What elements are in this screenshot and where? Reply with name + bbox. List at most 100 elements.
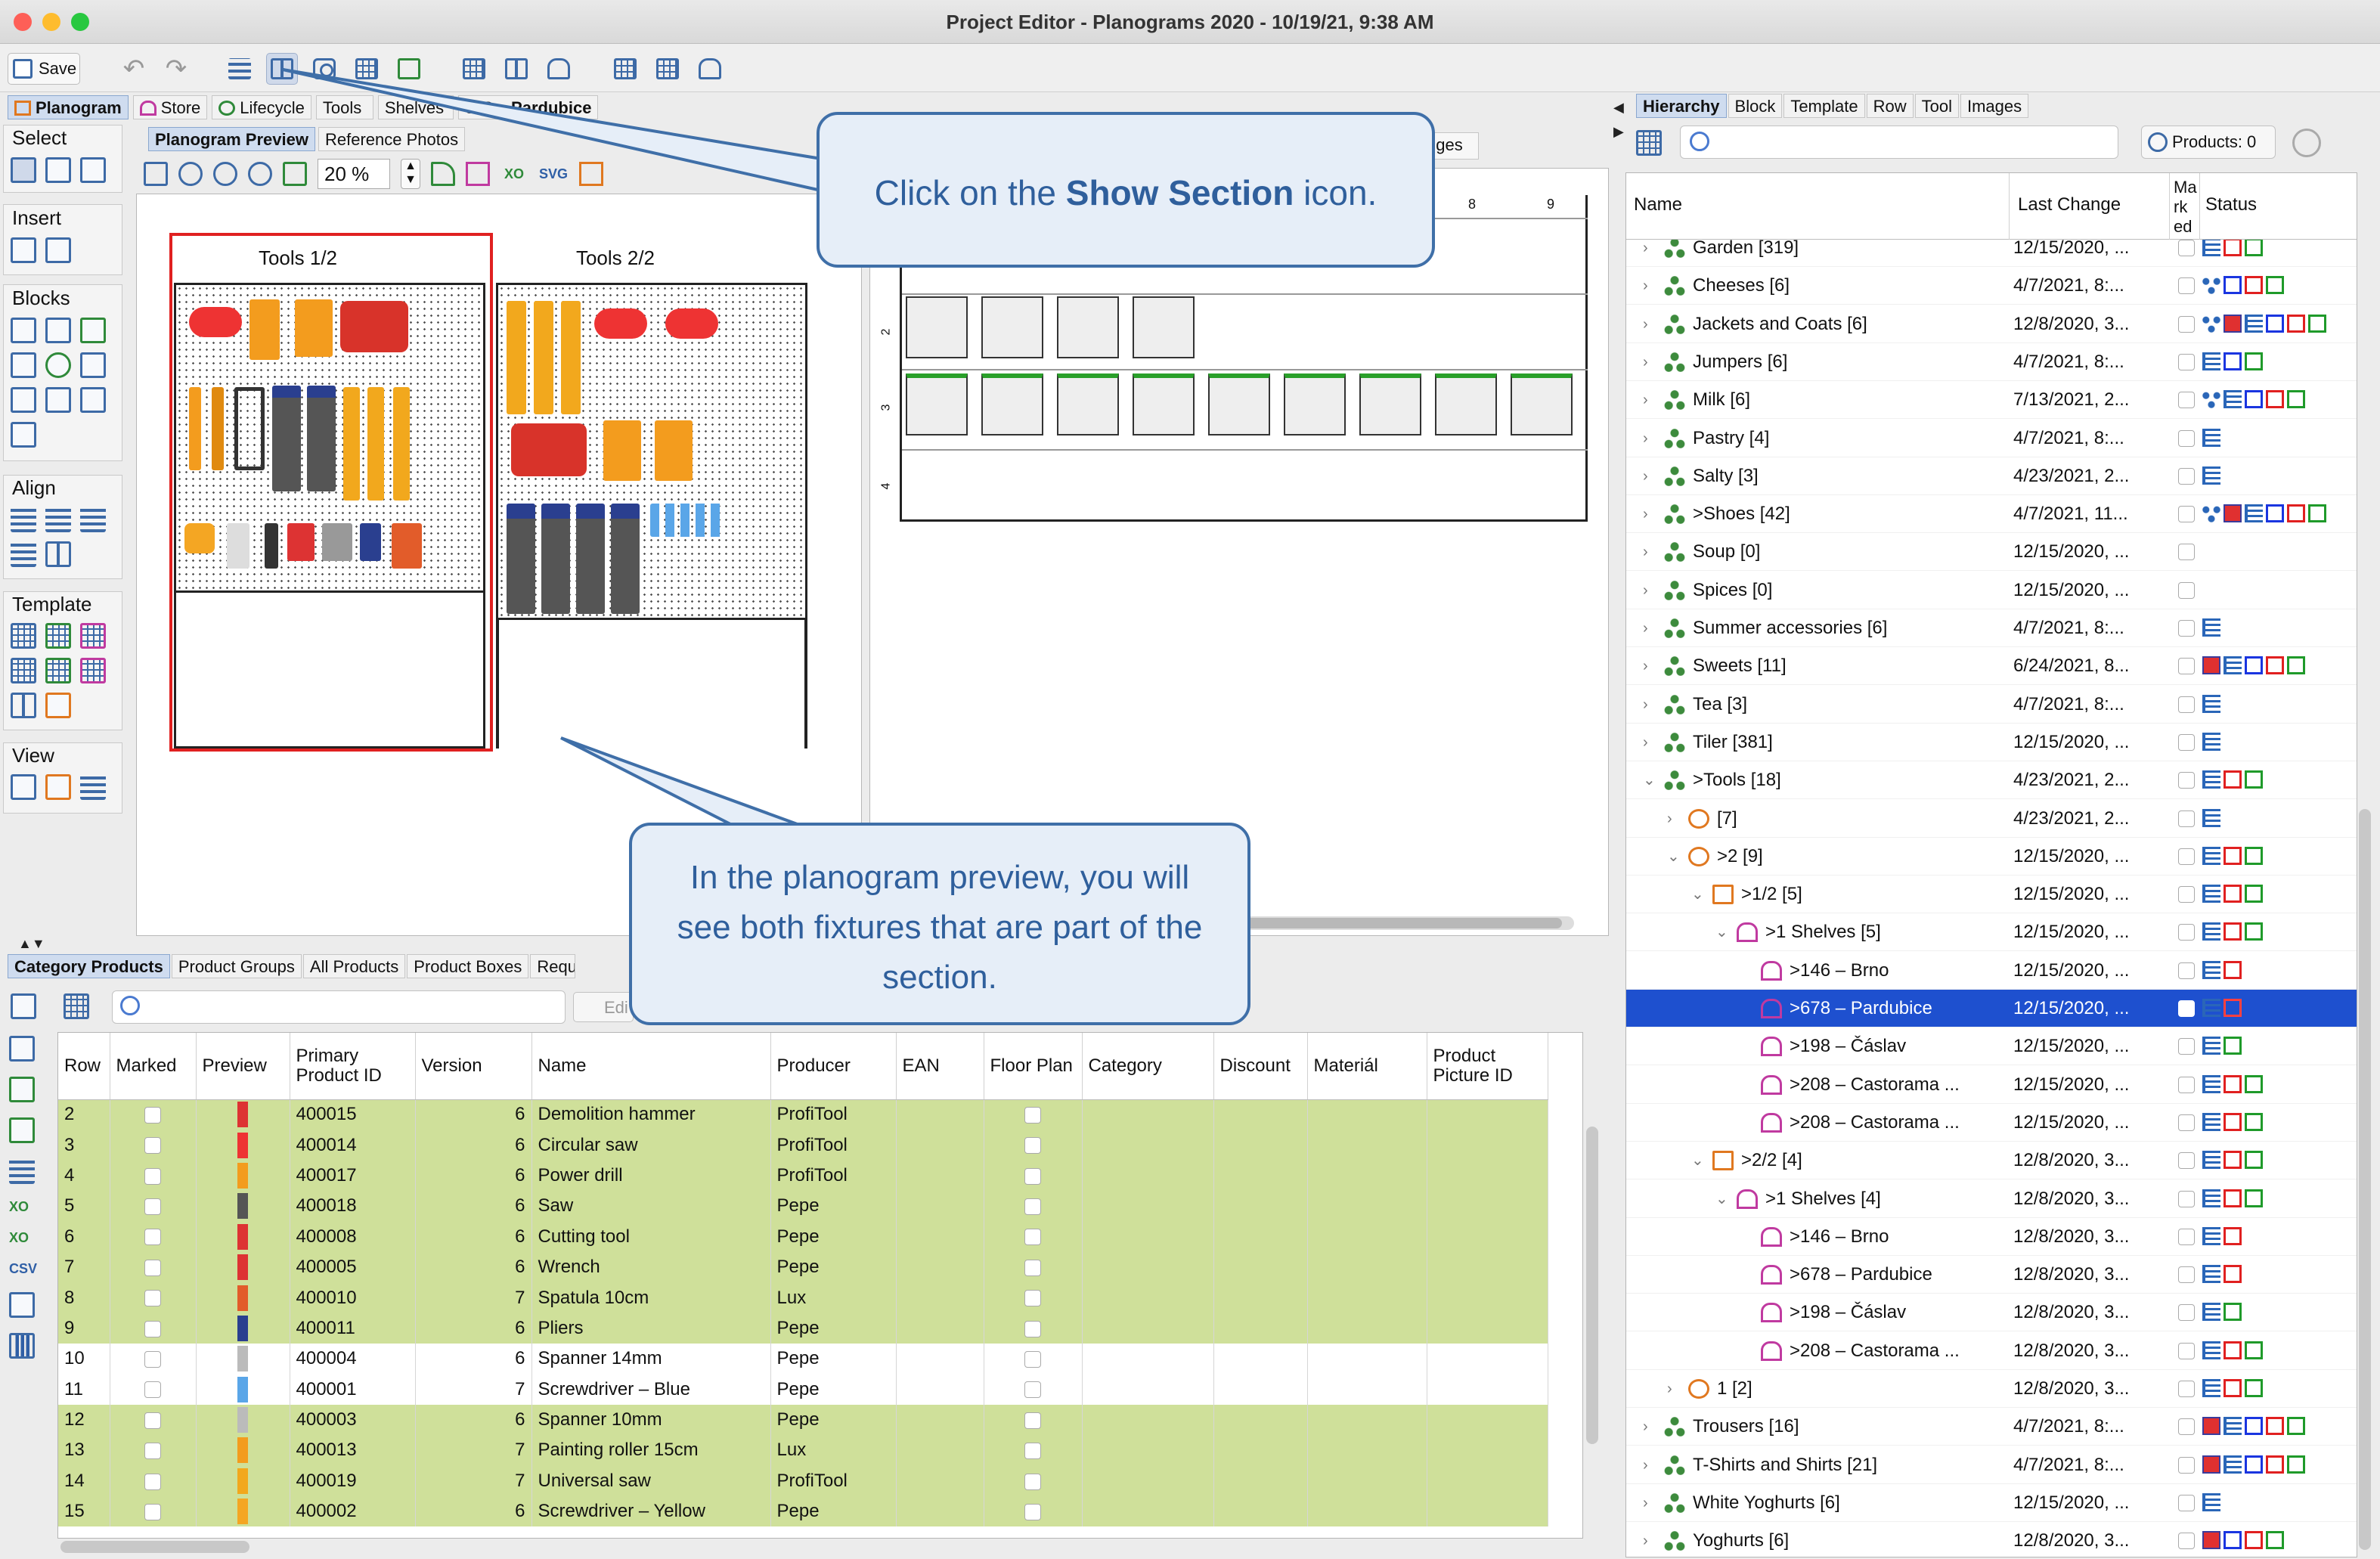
close-window-icon[interactable] xyxy=(14,13,32,31)
col-row[interactable]: Row xyxy=(58,1033,110,1100)
tree-row-marked-checkbox[interactable] xyxy=(2178,810,2195,827)
tab-reference-photos[interactable]: Reference Photos xyxy=(318,127,466,151)
tree-col-name[interactable]: Name xyxy=(1634,194,1683,215)
screwdriver-blue-image[interactable] xyxy=(650,504,726,537)
tree-row-marked-checkbox[interactable] xyxy=(2178,1038,2195,1055)
demolition-hammer-image[interactable] xyxy=(340,301,408,352)
tree-row[interactable]: ›Jackets and Coats [6]12/8/2020, 3... xyxy=(1626,305,2357,343)
block-corner-icon[interactable] xyxy=(11,352,36,378)
tree-row[interactable]: >208 – Castorama ...12/8/2020, 3... xyxy=(1626,1332,2357,1370)
tree-row[interactable]: ›Pastry [4]4/7/2021, 8:... xyxy=(1626,420,2357,457)
marked-checkbox[interactable] xyxy=(144,1137,161,1155)
tree-row[interactable]: ⌄>1 Shelves [5]12/15/2020, ... xyxy=(1626,913,2357,952)
chevron-right-icon[interactable]: › xyxy=(1643,277,1648,295)
align-justify-icon[interactable] xyxy=(11,541,36,567)
marked-checkbox[interactable] xyxy=(144,1473,161,1490)
tab-hierarchy[interactable]: Hierarchy xyxy=(1636,94,1727,118)
tree-row-marked-checkbox[interactable] xyxy=(2178,1494,2195,1511)
marked-checkbox[interactable] xyxy=(144,1290,161,1307)
chevron-right-icon[interactable]: › xyxy=(1643,581,1648,599)
chevron-right-icon[interactable]: › xyxy=(1643,1456,1648,1474)
table-vertical-scrollbar[interactable] xyxy=(1586,1127,1598,1444)
chevron-right-icon[interactable]: › xyxy=(1643,544,1648,561)
products-filter-button[interactable]: Products: 0 xyxy=(2141,126,2276,159)
floor-plan-checkbox[interactable] xyxy=(1024,1412,1041,1429)
floor-plan-checkbox[interactable] xyxy=(1024,1473,1041,1490)
side-export-icon[interactable] xyxy=(9,1292,35,1318)
zoom-reset-icon[interactable] xyxy=(283,162,307,186)
tree-row[interactable]: ›T-Shirts and Shirts [21]4/7/2021, 8:... xyxy=(1626,1446,2357,1484)
tree-col-marked[interactable]: Ma rk ed xyxy=(2174,178,2197,236)
tree-row-marked-checkbox[interactable] xyxy=(2178,886,2195,903)
chevron-down-icon[interactable]: ⌄ xyxy=(1715,1190,1728,1207)
block-card-icon[interactable] xyxy=(11,422,36,448)
tree-row-marked-checkbox[interactable] xyxy=(2178,1342,2195,1359)
fixture-plan-icon[interactable] xyxy=(579,162,603,186)
save-button[interactable]: Save xyxy=(8,53,80,85)
chevron-right-icon[interactable]: › xyxy=(1643,506,1648,523)
cursor-icon[interactable] xyxy=(431,162,455,186)
tree-row-marked-checkbox[interactable] xyxy=(2178,1266,2195,1284)
floor-plan-checkbox[interactable] xyxy=(1024,1381,1041,1399)
marked-checkbox[interactable] xyxy=(144,1412,161,1429)
tree-row[interactable]: ›Garden [319]12/15/2020, ... xyxy=(1626,240,2357,267)
xo-export-icon[interactable]: XO xyxy=(504,166,524,181)
chevron-down-icon[interactable]: ⌄ xyxy=(1667,848,1680,865)
tree-row-marked-checkbox[interactable] xyxy=(2178,1152,2195,1170)
tab-lifecycle[interactable]: Lifecycle xyxy=(212,95,311,119)
col-floor-plan[interactable]: Floor Plan xyxy=(984,1033,1083,1100)
spatula-image[interactable] xyxy=(322,523,352,561)
hierarchy-settings-icon[interactable] xyxy=(1636,130,1662,156)
chevron-right-icon[interactable]: › xyxy=(1643,1533,1648,1550)
col-primary-product-id[interactable]: Primary Product ID xyxy=(290,1033,416,1100)
saw-c-image[interactable] xyxy=(576,504,605,614)
minimize-window-icon[interactable] xyxy=(42,13,60,31)
chevron-down-icon[interactable]: ⌄ xyxy=(1715,924,1728,941)
planogram-canvas[interactable]: Tools 1/2 Tools 2/2 xyxy=(136,194,862,936)
tree-row[interactable]: ⌄>2 [9]12/15/2020, ... xyxy=(1626,838,2357,876)
hierarchy-search-input[interactable] xyxy=(1680,126,2118,159)
view-labels-icon[interactable] xyxy=(11,774,36,800)
tree-row[interactable]: ›Spices [0]12/15/2020, ... xyxy=(1626,572,2357,609)
marked-checkbox[interactable] xyxy=(144,1443,161,1460)
spirit-level-2-image[interactable] xyxy=(367,387,384,501)
spirit-level-3-image[interactable] xyxy=(393,387,410,501)
saw-2-image[interactable] xyxy=(307,386,336,491)
view-list-icon[interactable] xyxy=(80,774,106,800)
svg-export-icon[interactable]: SVG xyxy=(538,166,568,181)
tree-row-marked-checkbox[interactable] xyxy=(2178,1114,2195,1131)
col-version[interactable]: Version xyxy=(415,1033,532,1100)
show-section-button[interactable] xyxy=(266,53,298,85)
saw-a-image[interactable] xyxy=(507,504,535,614)
side-copy-icon[interactable] xyxy=(9,1036,35,1062)
slot-2[interactable] xyxy=(981,373,1043,435)
tree-row-marked-checkbox[interactable] xyxy=(2178,696,2195,713)
zoom-window-icon[interactable] xyxy=(71,13,89,31)
tree-row-marked-checkbox[interactable] xyxy=(2178,467,2195,485)
floor-plan-checkbox[interactable] xyxy=(1024,1290,1041,1307)
tree-row-marked-checkbox[interactable] xyxy=(2178,353,2195,370)
chevron-down-icon[interactable]: ⌄ xyxy=(1691,886,1704,903)
template-mirror-icon[interactable] xyxy=(45,693,71,718)
tree-row-marked-checkbox[interactable] xyxy=(2178,1190,2195,1207)
slot-1[interactable] xyxy=(906,373,968,435)
tree-row[interactable]: ⌄>1 Shelves [4]12/8/2020, 3... xyxy=(1626,1180,2357,1218)
side-help-icon[interactable] xyxy=(9,1077,35,1102)
tree-row-marked-checkbox[interactable] xyxy=(2178,733,2195,751)
grinder-a-image[interactable] xyxy=(594,308,647,339)
tab-template[interactable]: Template xyxy=(1783,94,1865,118)
slot-5[interactable] xyxy=(1208,373,1270,435)
tab-tool[interactable]: Tool xyxy=(1914,94,1959,118)
marked-checkbox[interactable] xyxy=(144,1381,161,1399)
block-bracket-icon[interactable] xyxy=(45,318,71,343)
splitter-arrows-icon[interactable]: ▲▼ xyxy=(18,936,45,951)
tab-block[interactable]: Block xyxy=(1728,94,1783,118)
